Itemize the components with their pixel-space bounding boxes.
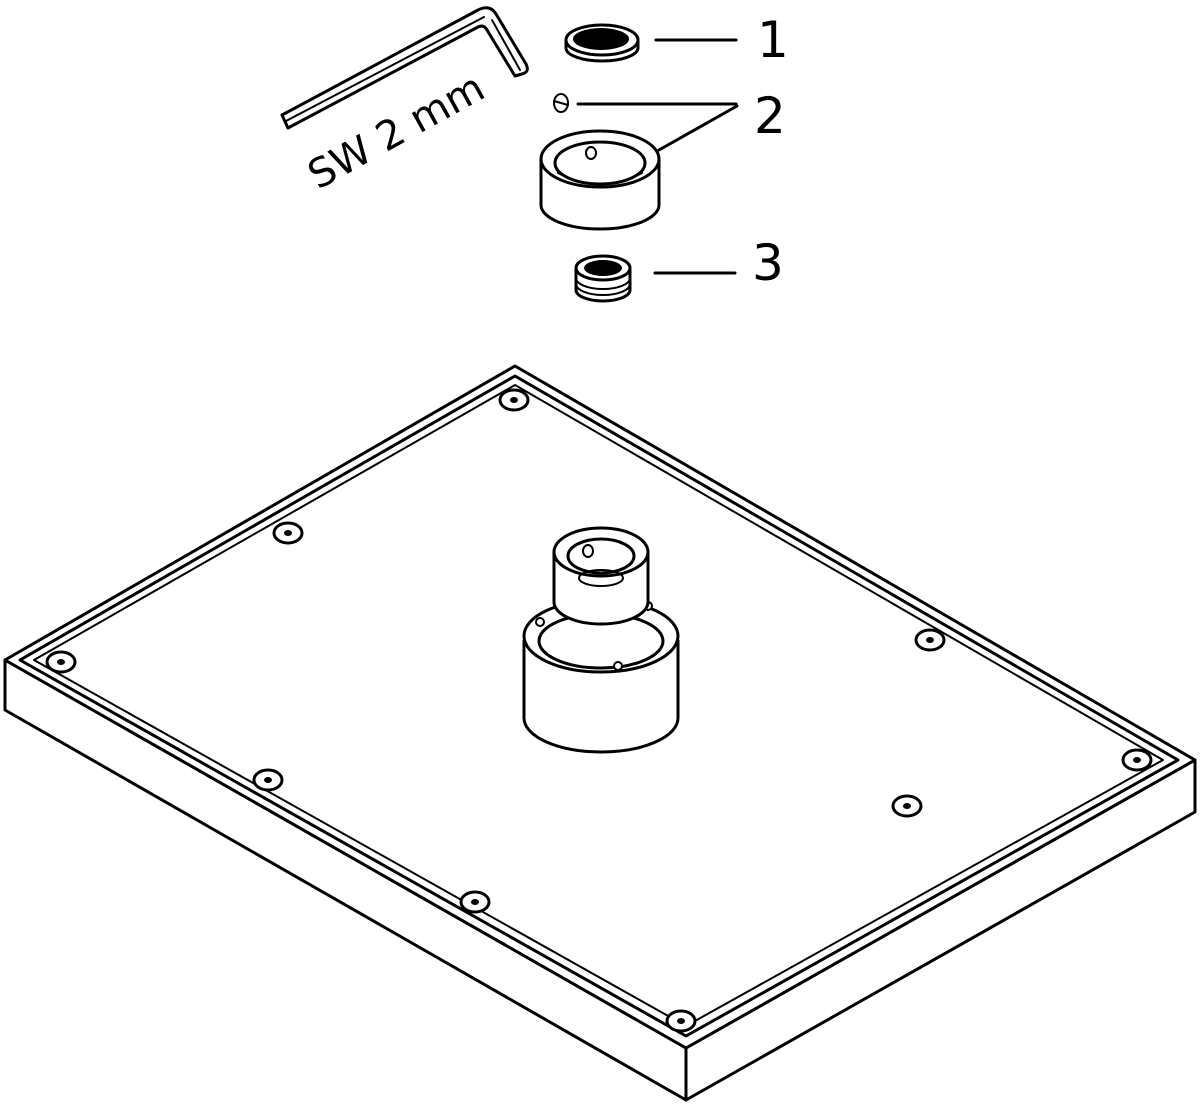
part-1-disc-icon bbox=[564, 23, 640, 63]
part-2-grub-screw-icon bbox=[553, 93, 569, 113]
screw-icon bbox=[459, 890, 491, 914]
hex-key-icon bbox=[280, 6, 529, 130]
screw-icon bbox=[1121, 748, 1153, 772]
screw-icon bbox=[665, 1009, 697, 1033]
screw-icon bbox=[914, 628, 946, 652]
callout-label-1: 1 bbox=[757, 11, 789, 69]
part-3-insert-icon bbox=[574, 254, 632, 303]
plate-connector-icon bbox=[522, 526, 680, 754]
screw-icon bbox=[891, 794, 923, 818]
callout-line-2b bbox=[657, 104, 739, 152]
tool-size-label: SW 2 mm bbox=[301, 65, 493, 199]
part-2-ring-icon bbox=[539, 129, 661, 231]
screw-icon bbox=[272, 521, 304, 545]
screw-icon bbox=[252, 768, 284, 792]
plate-screws bbox=[45, 388, 1153, 1033]
screw-icon bbox=[45, 650, 77, 674]
screw-icon bbox=[498, 388, 530, 412]
callout-label-3: 3 bbox=[752, 234, 784, 292]
callout-label-2: 2 bbox=[754, 87, 786, 145]
